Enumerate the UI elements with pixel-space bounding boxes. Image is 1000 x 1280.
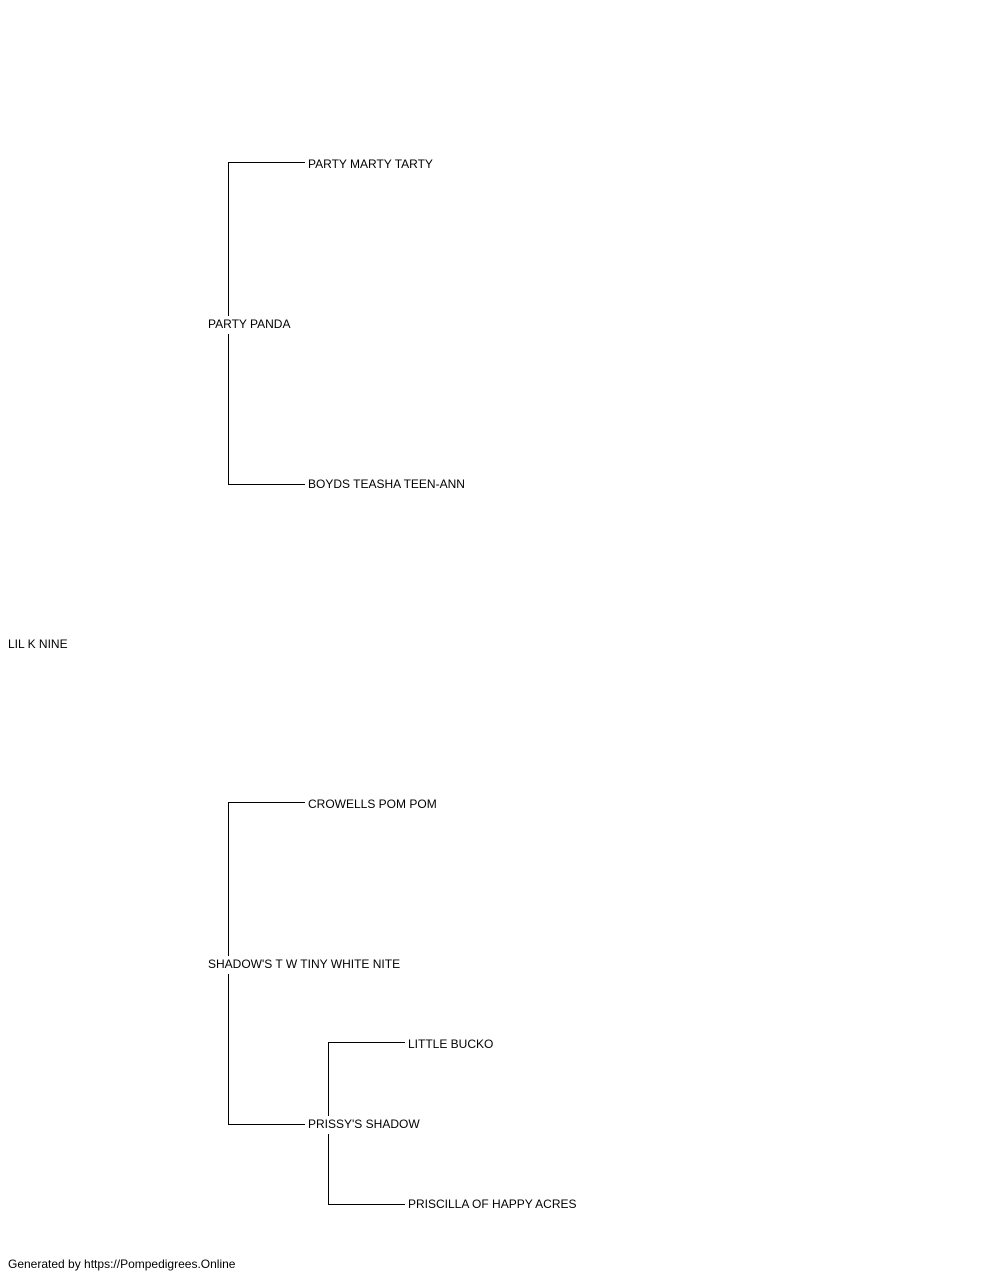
dam-sire-name: CROWELLS POM POM	[308, 797, 437, 811]
connector-dam-dam-to-sire	[328, 1042, 405, 1116]
footer-generated-by: Generated by https://Pompedigrees.Online	[8, 1257, 236, 1271]
connector-dam-to-dam-dam	[228, 974, 305, 1125]
sire-sire-name: PARTY MARTY TARTY	[308, 157, 433, 171]
sire-dam-name: BOYDS TEASHA TEEN-ANN	[308, 477, 465, 491]
connector-sire-to-sire-dam	[228, 334, 305, 485]
subject-name: LIL K NINE	[8, 637, 68, 651]
dam-dam-sire-name: LITTLE BUCKO	[408, 1037, 494, 1051]
sire-name: PARTY PANDA	[208, 317, 291, 331]
connector-sire-to-sire-sire	[228, 162, 305, 316]
connector-dam-to-dam-sire	[228, 802, 305, 956]
connector-dam-dam-to-dam	[328, 1134, 405, 1205]
dam-name: SHADOW'S T W TINY WHITE NITE	[208, 957, 401, 971]
dam-dam-dam-name: PRISCILLA OF HAPPY ACRES	[408, 1197, 577, 1211]
dam-dam-name: PRISSY'S SHADOW	[308, 1117, 420, 1131]
